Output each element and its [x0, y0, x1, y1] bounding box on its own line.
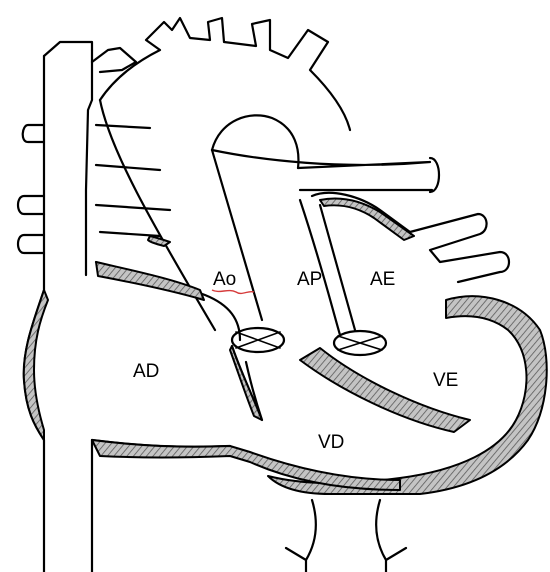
label-ao: Ao — [213, 269, 236, 290]
left-pulmonary-vein-1 — [23, 125, 44, 142]
svc-cap — [44, 42, 92, 56]
right-ventricle-floor — [92, 440, 400, 490]
vein-line-2 — [96, 165, 160, 170]
left-pulmonary-vein-2 — [18, 196, 44, 214]
vein-line-3 — [96, 205, 170, 210]
bottom-vessel — [286, 500, 406, 572]
left-ventricle-wall — [268, 296, 547, 494]
right-atrium-left-wall — [24, 290, 48, 440]
right-atrium-top-wall — [96, 262, 204, 300]
ao-underline — [212, 290, 254, 293]
label-ad: AD — [133, 361, 159, 382]
vena-cava-outline — [24, 50, 92, 572]
vein-line-1 — [96, 125, 150, 128]
label-vd: VD — [318, 432, 344, 453]
pa-wall-hatch — [320, 199, 414, 241]
pa-branch-right — [430, 158, 439, 192]
left-pulmonary-vein-3 — [18, 235, 44, 253]
label-ae: AE — [370, 269, 395, 290]
label-ap: AP — [297, 269, 322, 290]
aortic-arch — [100, 18, 350, 130]
pulmonary-artery-trunk — [212, 150, 432, 335]
tricuspid-hatch — [230, 346, 262, 420]
label-ve: VE — [433, 370, 458, 391]
vein-flap-hatch — [148, 236, 170, 246]
ascending-aorta — [100, 100, 262, 330]
